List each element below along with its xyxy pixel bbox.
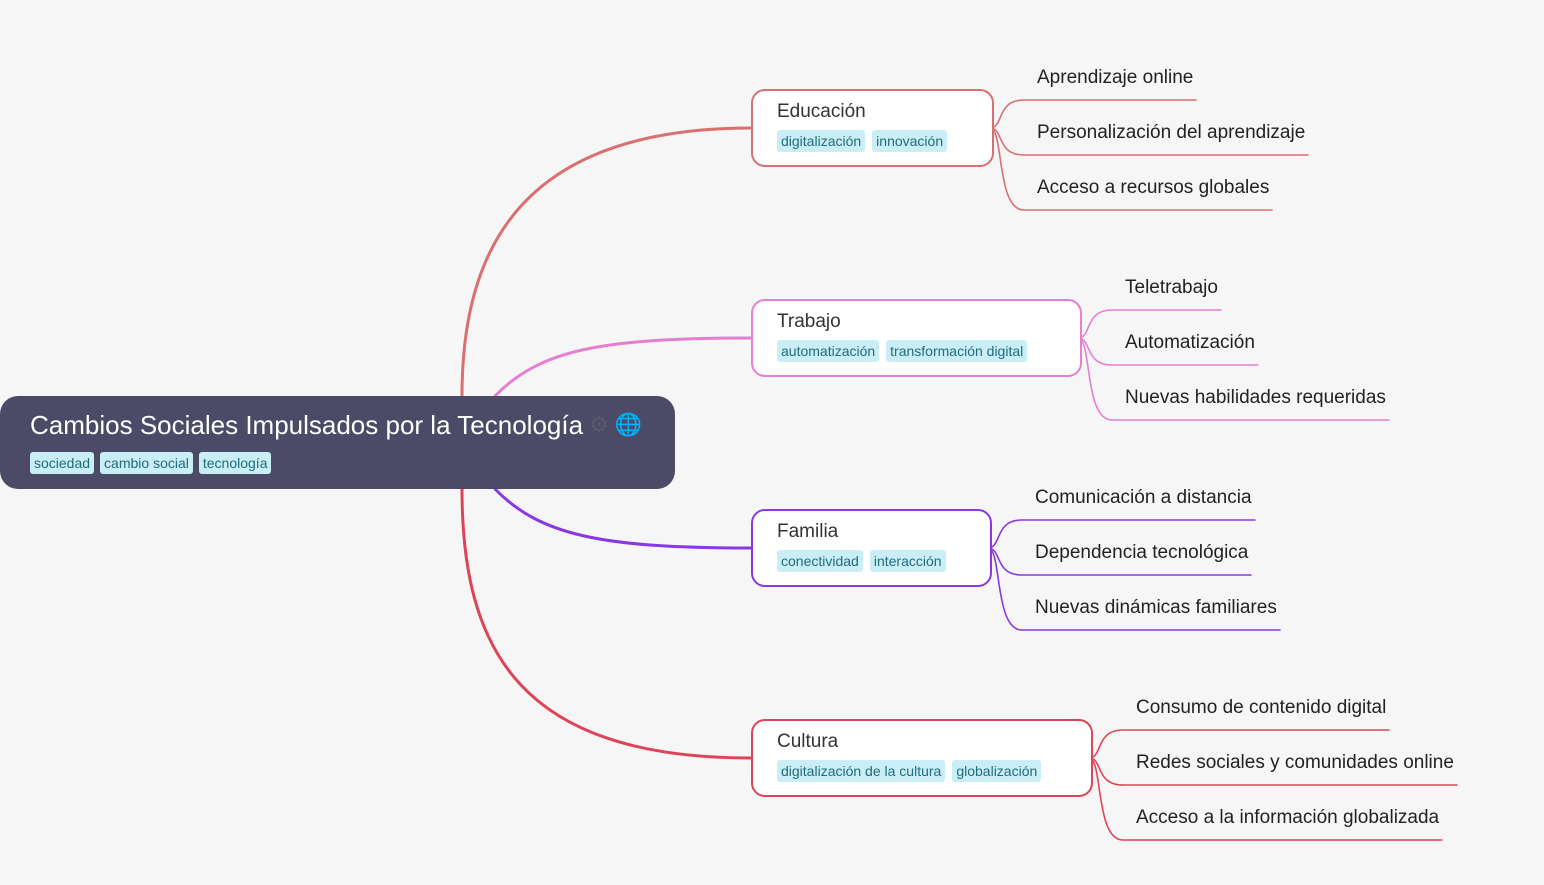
branch-title: Familia: [777, 521, 839, 542]
branch-node-educacion[interactable]: Educación digitalización innovación: [751, 89, 994, 167]
root-title: Cambios Sociales Impulsados por la Tecno…: [30, 410, 584, 440]
branch-title: Educación: [777, 101, 866, 122]
root-connector: [460, 126, 753, 398]
tag[interactable]: automatización: [777, 340, 880, 362]
root-node[interactable]: Cambios Sociales Impulsados por la Tecno…: [0, 396, 675, 489]
leaf-node[interactable]: Nuevas dinámicas familiares: [1035, 597, 1277, 618]
gear-icon: ⚙: [589, 412, 609, 437]
branch-title: Trabajo: [777, 311, 841, 332]
tag[interactable]: interacción: [869, 550, 946, 572]
leaf-node[interactable]: Automatización: [1125, 332, 1255, 353]
tag[interactable]: tecnología: [198, 452, 272, 474]
tag[interactable]: digitalización: [777, 130, 866, 152]
tag[interactable]: innovación: [872, 130, 948, 152]
branch-node-familia[interactable]: Familia conectividad interacción: [751, 509, 992, 587]
tag[interactable]: sociedad: [30, 452, 95, 474]
leaf-node[interactable]: Personalización del aprendizaje: [1037, 122, 1306, 143]
leaf-node[interactable]: Consumo de contenido digital: [1136, 697, 1387, 718]
leaf-node[interactable]: Teletrabajo: [1125, 277, 1218, 298]
tag[interactable]: conectividad: [777, 550, 863, 572]
branch-node-trabajo[interactable]: Trabajo automatización transformación di…: [751, 299, 1082, 377]
leaf-node[interactable]: Acceso a la información globalizada: [1136, 807, 1440, 828]
tag[interactable]: cambio social: [100, 452, 193, 474]
root-connector: [460, 487, 753, 760]
tag[interactable]: digitalización de la cultura: [777, 760, 946, 782]
tag[interactable]: transformación digital: [886, 340, 1028, 362]
branch-node-cultura[interactable]: Cultura digitalización de la cultura glo…: [751, 719, 1093, 797]
branch-title: Cultura: [777, 731, 839, 752]
root-connector: [493, 487, 753, 550]
root-connector: [493, 336, 753, 398]
tag[interactable]: globalización: [952, 760, 1042, 782]
root-title-row: Cambios Sociales Impulsados por la Tecno…: [30, 408, 645, 442]
leaf-node[interactable]: Acceso a recursos globales: [1037, 177, 1270, 198]
branch-tags: digitalización de la cultura globalizaci…: [777, 760, 1067, 782]
leaf-node[interactable]: Nuevas habilidades requeridas: [1125, 387, 1386, 408]
leaf-node[interactable]: Dependencia tecnológica: [1035, 542, 1249, 563]
root-tags: sociedad cambio social tecnología: [30, 452, 645, 474]
branch-tags: digitalización innovación: [777, 130, 968, 152]
branch-tags: conectividad interacción: [777, 550, 966, 572]
leaf-node[interactable]: Redes sociales y comunidades online: [1136, 752, 1454, 773]
globe-icon: 🌐: [614, 412, 643, 437]
leaf-node[interactable]: Comunicación a distancia: [1035, 487, 1252, 508]
branch-tags: automatización transformación digital: [777, 340, 1056, 362]
leaf-node[interactable]: Aprendizaje online: [1037, 67, 1194, 88]
